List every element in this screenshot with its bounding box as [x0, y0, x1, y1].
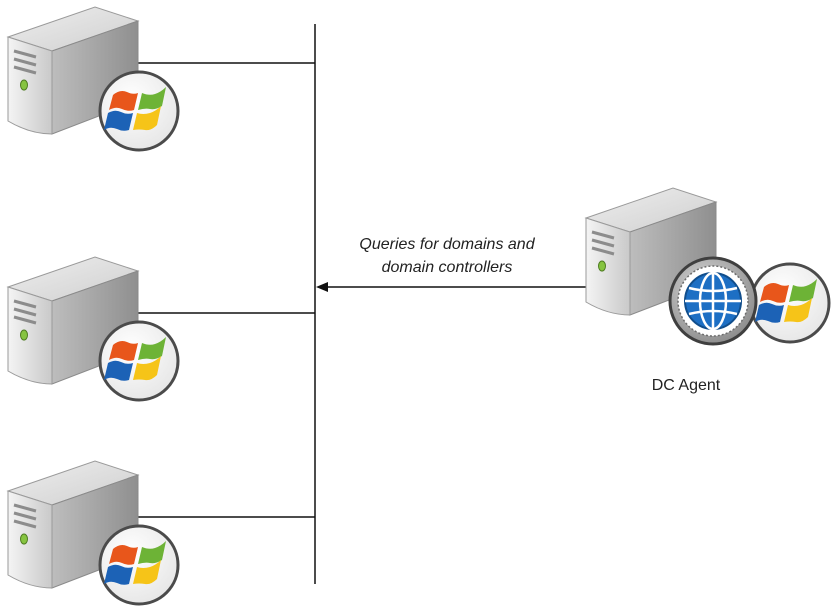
connection-label-line-1: Queries for domains and: [359, 236, 535, 253]
globe-icon: [668, 256, 758, 346]
connection-label-line-2: domain controllers: [382, 259, 513, 276]
windows-logo-icon: [98, 524, 180, 606]
dc-agent-server: [584, 186, 831, 346]
dc-agent-label: DC Agent: [652, 377, 721, 394]
windows-logo-icon: [98, 70, 180, 152]
windows-logo-icon: [98, 320, 180, 402]
domain-controller-server-1: [6, 5, 180, 152]
arrowhead-icon: [316, 282, 328, 292]
windows-logo-icon: [749, 262, 831, 344]
domain-controller-server-2: [6, 255, 180, 402]
domain-controller-server-3: [6, 459, 180, 606]
